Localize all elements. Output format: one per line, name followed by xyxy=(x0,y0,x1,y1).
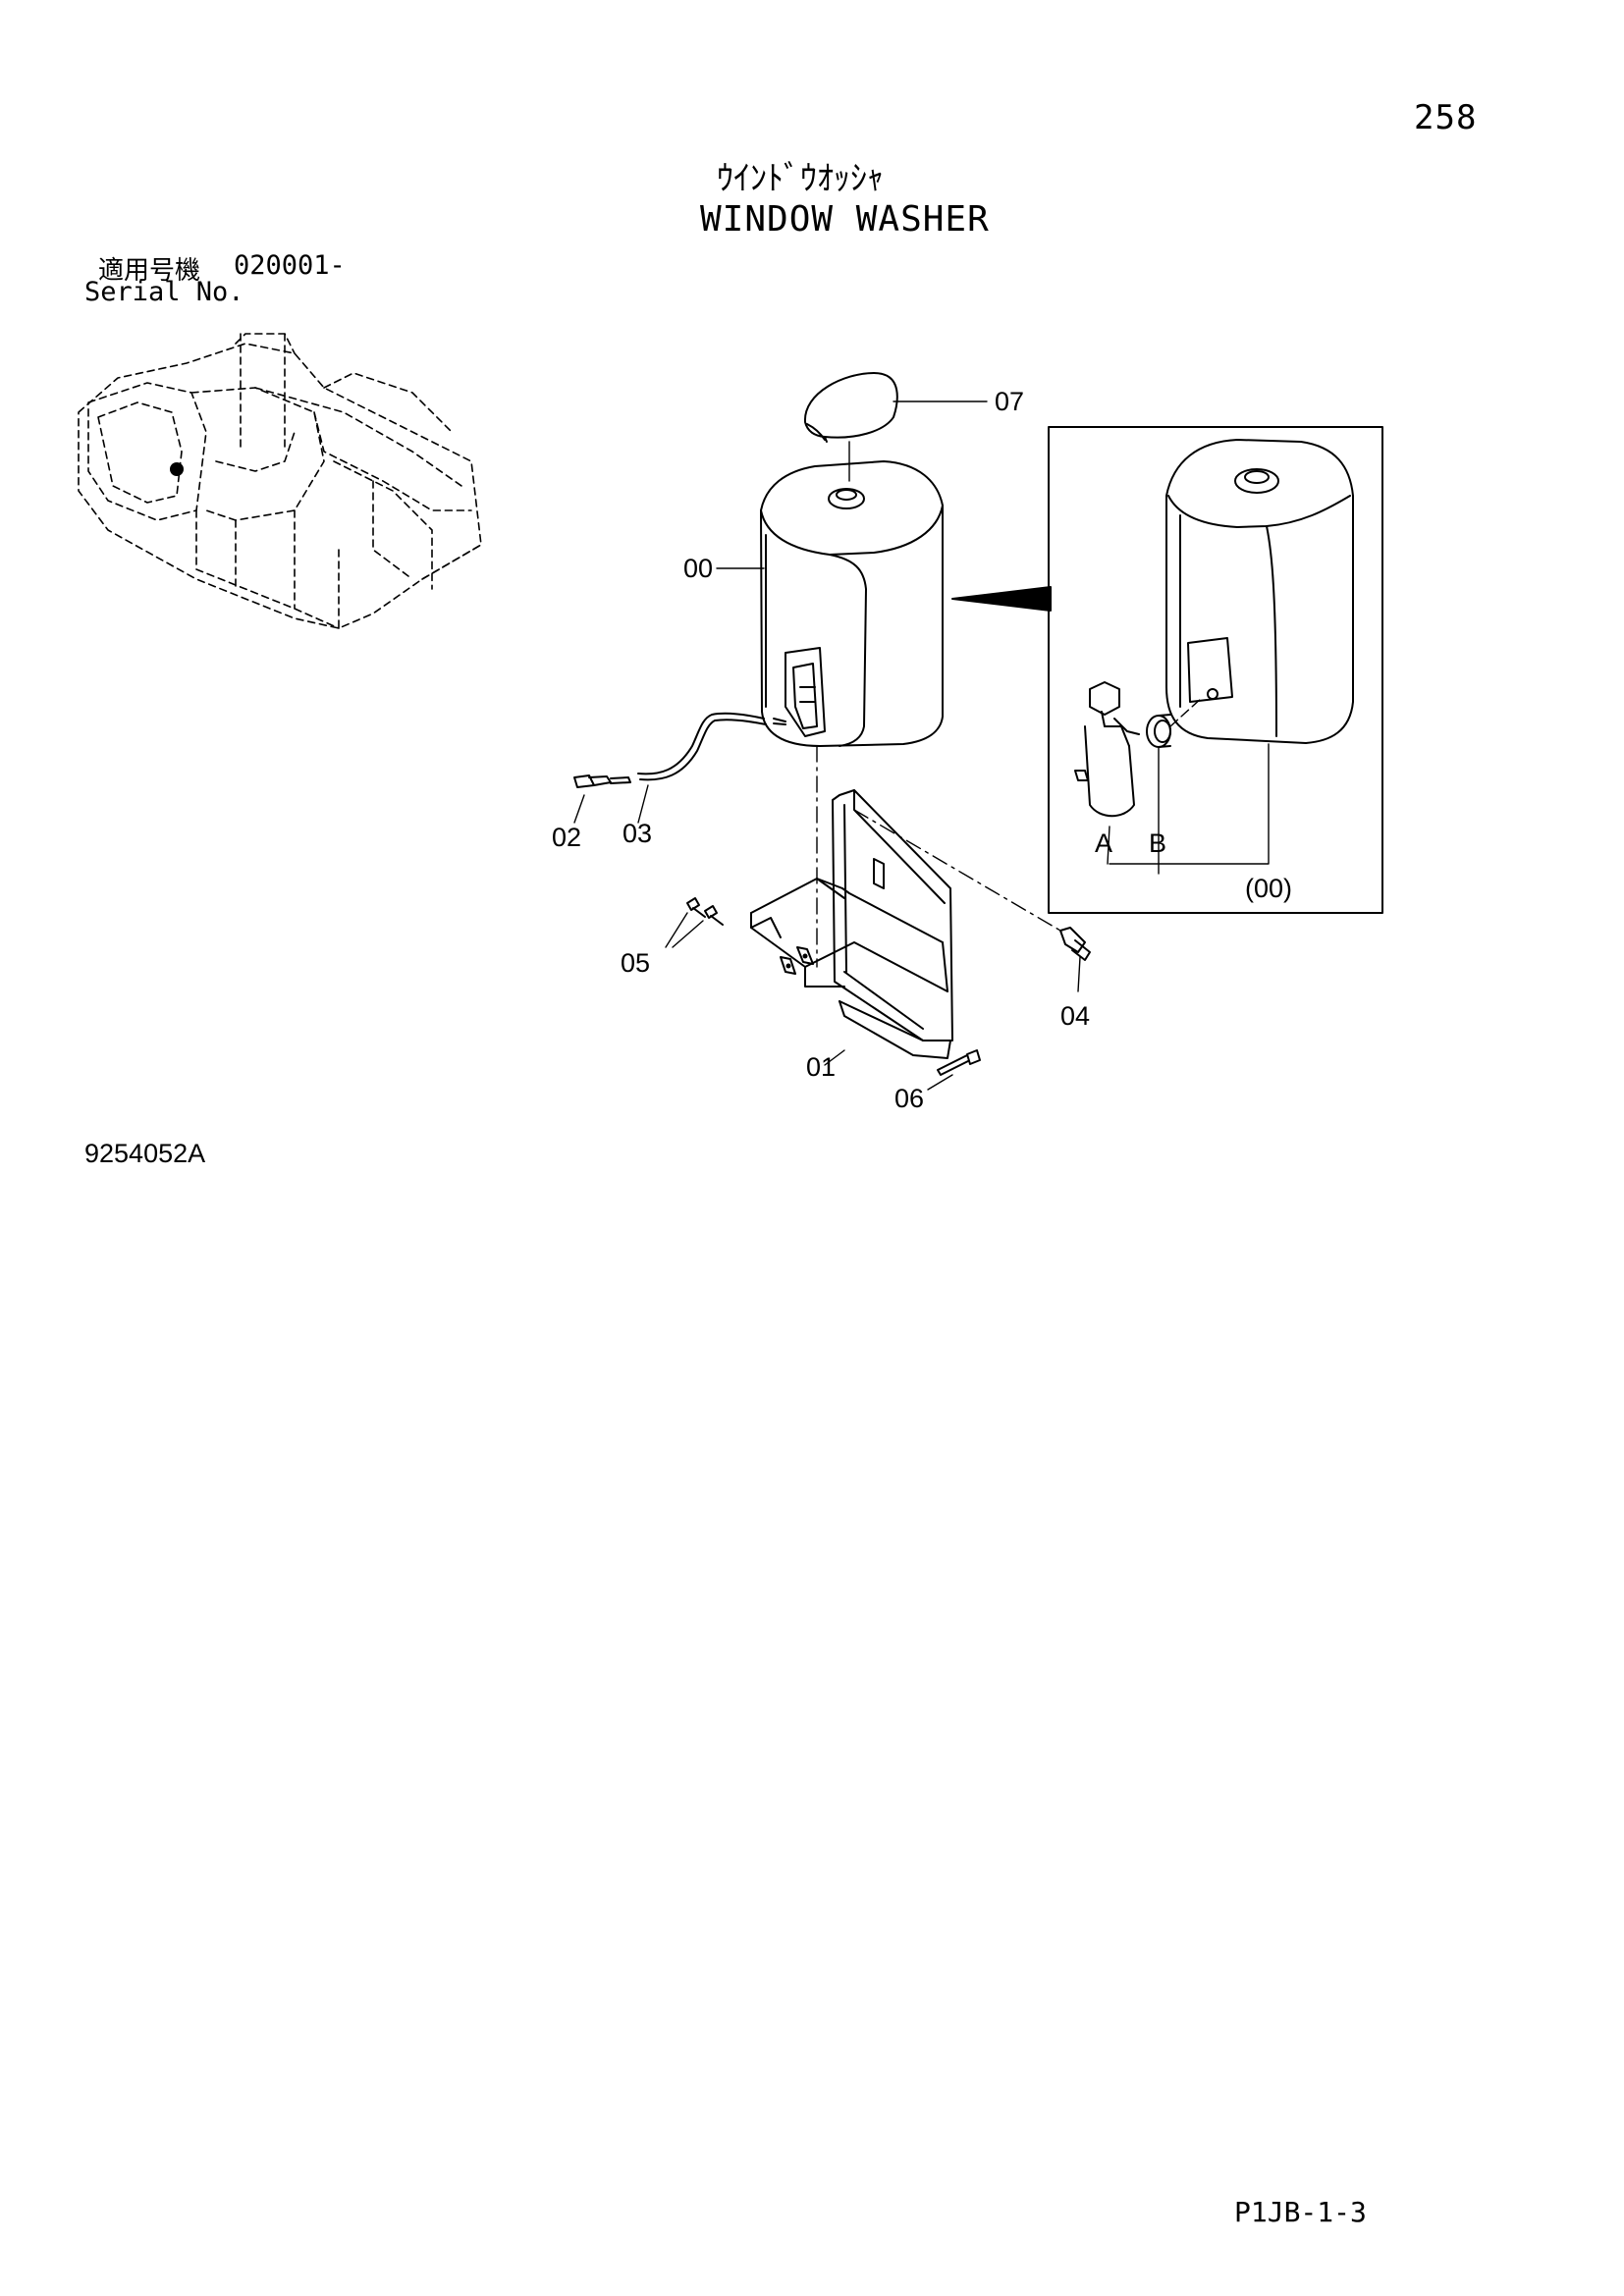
callout-06: 06 xyxy=(894,1084,924,1113)
bolt-04 xyxy=(1059,927,1091,992)
title-english: WINDOW WASHER xyxy=(700,199,990,240)
figure-code: 9254052A xyxy=(84,1139,206,1168)
mounting-bracket xyxy=(750,789,953,1059)
detail-grommet-b xyxy=(1146,696,1204,748)
page-code: P1JB-1-3 xyxy=(1234,2196,1367,2228)
callout-a: A xyxy=(1095,828,1112,858)
hose-fitting xyxy=(573,774,631,788)
bolts-05 xyxy=(665,897,724,948)
bolt-06 xyxy=(927,1049,981,1091)
location-marker xyxy=(170,462,184,476)
callout-07: 07 xyxy=(995,387,1024,416)
callout-04: 04 xyxy=(1060,1001,1090,1031)
callout-b: B xyxy=(1149,828,1166,858)
callout-00: 00 xyxy=(683,554,713,583)
tank-cap xyxy=(803,372,898,443)
callout-03: 03 xyxy=(623,819,652,848)
washer-tank xyxy=(760,460,944,747)
detail-tank xyxy=(1165,439,1354,744)
machine-overview-illustration xyxy=(78,333,482,629)
washer-hose xyxy=(637,712,786,781)
detail-pump-a xyxy=(1074,681,1140,818)
callout-05: 05 xyxy=(621,948,650,978)
callout-02: 02 xyxy=(552,823,581,852)
callout-01: 01 xyxy=(806,1052,836,1082)
detail-pointer xyxy=(951,586,1052,612)
title-japanese: ｳｲﾝﾄﾞｳｵｯｼｬ xyxy=(717,159,884,198)
serial-label-japanese: 適用号機 xyxy=(98,256,201,286)
page-number: 258 xyxy=(1414,98,1478,137)
serial-range: 020001- xyxy=(234,250,346,281)
callout-group-00: (00) xyxy=(1245,874,1292,903)
detail-box xyxy=(1048,426,1383,914)
serial-label-english: Serial No. xyxy=(84,277,244,307)
